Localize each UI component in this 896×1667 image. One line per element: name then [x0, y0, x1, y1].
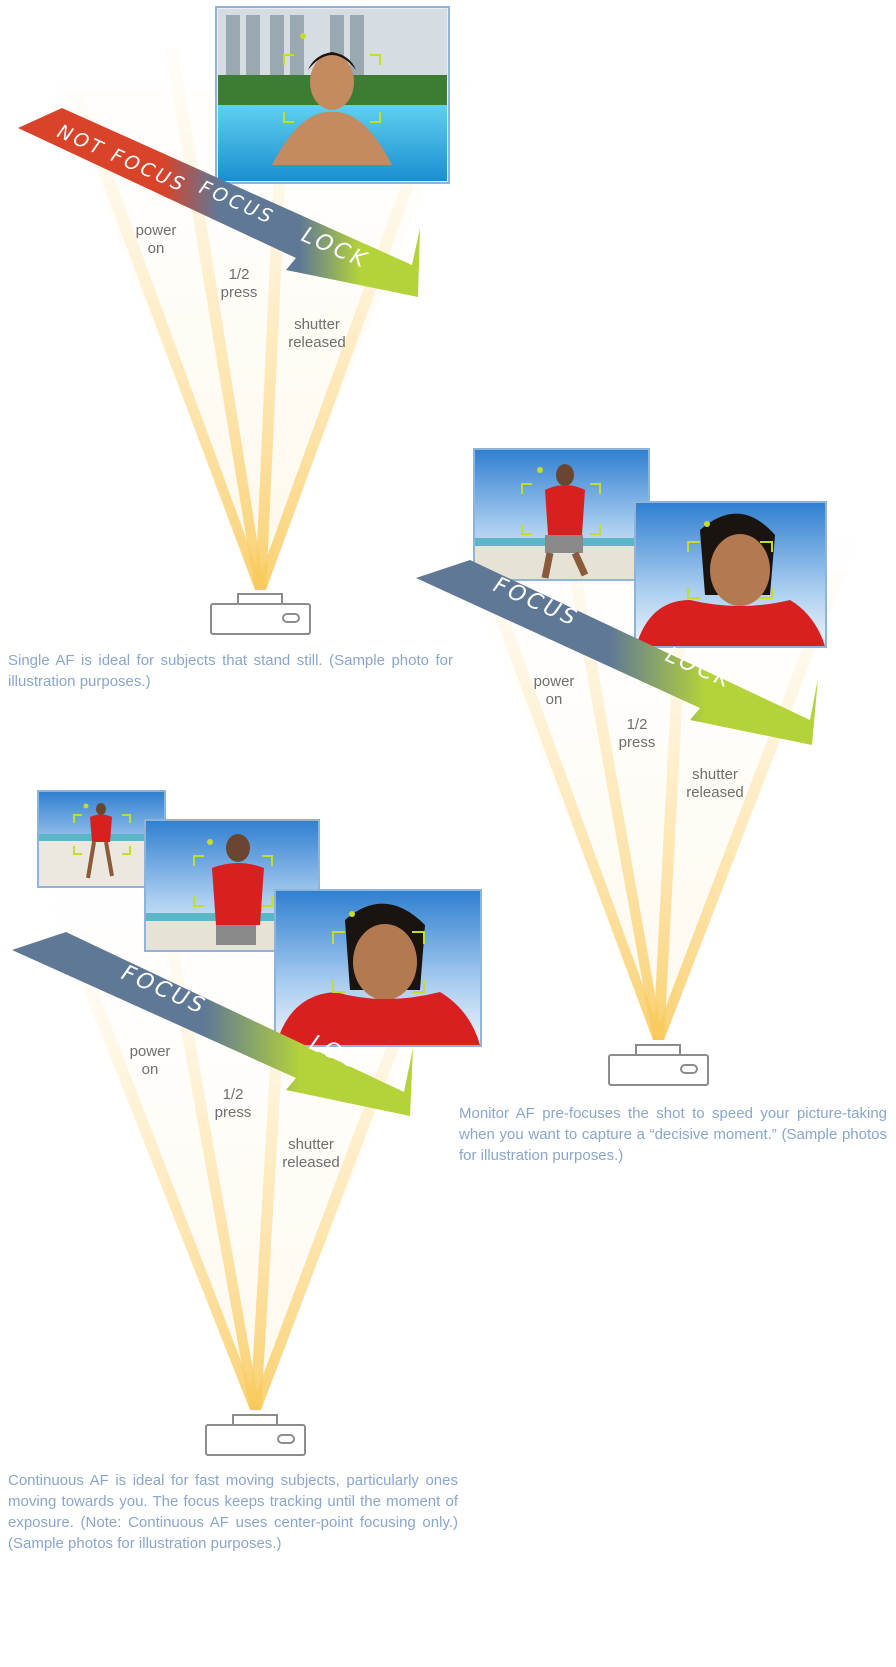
af-frame-icon — [332, 931, 425, 993]
stage-label-line: press — [618, 734, 656, 751]
stage-label-line: shutter — [692, 766, 738, 783]
stage-label-line: on — [545, 691, 563, 708]
af-frame-icon — [193, 855, 273, 907]
sample-photo-pool — [215, 6, 450, 184]
continuous-af-diagram: FOCUS LOCK — [12, 790, 482, 1456]
af-frame-icon — [73, 814, 131, 855]
stage-label-line: released — [686, 784, 744, 801]
stage-label-line: on — [141, 1061, 159, 1078]
stage-label-half-press: 1/2 press — [607, 716, 667, 752]
beam — [158, 900, 260, 1410]
stage-label-power-on: power on — [524, 673, 584, 709]
stage-label-shutter-released: shutter released — [678, 766, 752, 802]
stage-label-line: 1/2 — [228, 266, 250, 283]
monitor-af-diagram: FOCUS LOCK — [416, 448, 860, 1086]
stage-label-shutter-released: shutter released — [274, 1136, 348, 1172]
beam — [250, 936, 440, 1410]
stage-label-line: 1/2 — [626, 716, 648, 733]
camera-icon — [210, 593, 311, 635]
stage-label-half-press: 1/2 press — [203, 1086, 263, 1122]
beam — [66, 940, 260, 1410]
sample-photo-runner-far — [473, 448, 650, 581]
stage-label-half-press: 1/2 press — [209, 266, 269, 302]
stage-label-power-on: power on — [120, 1043, 180, 1079]
stage-label-line: power — [135, 222, 177, 239]
stage-label-line: press — [214, 1104, 252, 1121]
af-frame-icon — [283, 54, 381, 123]
beam-fan — [55, 80, 470, 590]
stage-label-line: power — [129, 1043, 171, 1060]
stage-label-line: on — [147, 240, 165, 257]
stage-label-power-on: power on — [126, 222, 186, 258]
stage-label-line: shutter — [294, 316, 340, 333]
stage-label-line: released — [288, 334, 346, 351]
caption-single-af: Single AF is ideal for subjects that sta… — [8, 652, 453, 690]
beam — [468, 540, 663, 1040]
beam — [255, 116, 438, 590]
sample-photo-runner-near — [274, 889, 482, 1047]
af-frame-icon — [687, 541, 773, 599]
single-af-diagram: NOT FOCUS FOCUS LOCK — [18, 6, 470, 635]
camera-icon — [608, 1044, 709, 1086]
stage-label-line: released — [282, 1154, 340, 1171]
caption-continuous-af: Continuous AF is ideal for fast moving s… — [8, 1472, 458, 1552]
stage-label-line: press — [220, 284, 258, 301]
sample-photo-runner-near — [634, 501, 827, 648]
caption-monitor-af: Monitor AF pre-focuses the shot to speed… — [459, 1105, 887, 1164]
stage-label-line: 1/2 — [222, 1086, 244, 1103]
af-frame-icon — [521, 483, 601, 535]
beam — [70, 90, 265, 590]
stage-label-shutter-released: shutter released — [280, 316, 354, 352]
beam — [653, 576, 842, 1040]
stage-label-line: shutter — [288, 1136, 334, 1153]
beam-fan — [455, 540, 860, 1040]
stage-label-line: power — [533, 673, 575, 690]
camera-icon — [205, 1414, 306, 1456]
